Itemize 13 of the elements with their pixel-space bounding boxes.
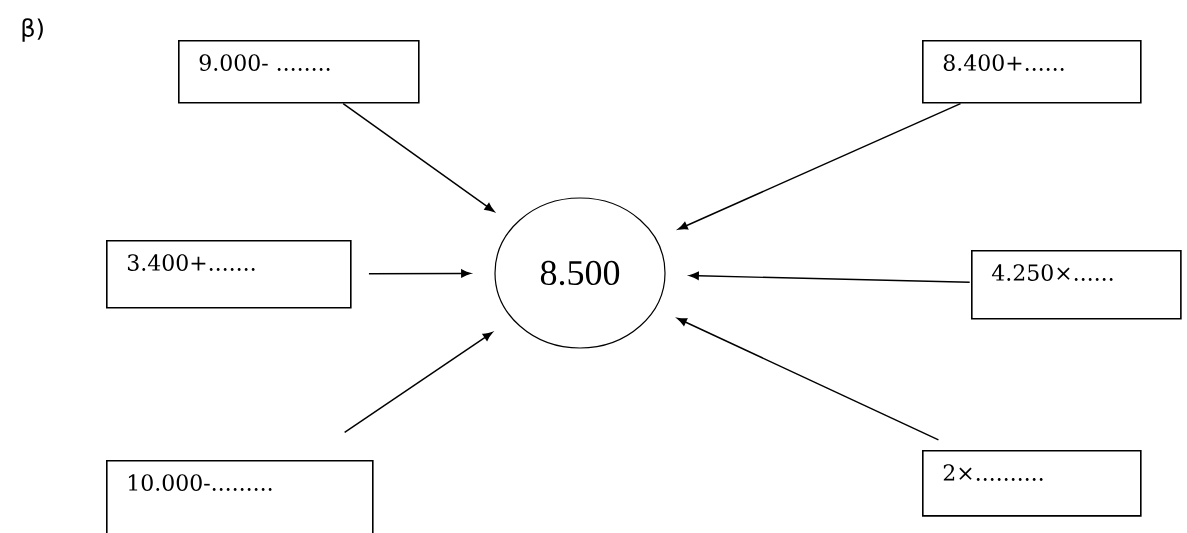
expression-box: 4.250×...... [971, 250, 1182, 320]
arrow [368, 269, 471, 278]
section-label: β) [22, 18, 43, 42]
expression-box: 3.400+....... [106, 240, 352, 309]
expression-box: 9.000- ........ [178, 40, 420, 104]
arrow [677, 317, 940, 441]
arrow [342, 102, 495, 213]
arrow [343, 331, 493, 434]
arrow [677, 102, 962, 230]
expression-box: 8.400+...... [922, 40, 1142, 104]
arrow [689, 271, 971, 283]
expression-box: 10.000-......... [106, 460, 374, 533]
expression-box: 2×.......... [922, 450, 1142, 517]
